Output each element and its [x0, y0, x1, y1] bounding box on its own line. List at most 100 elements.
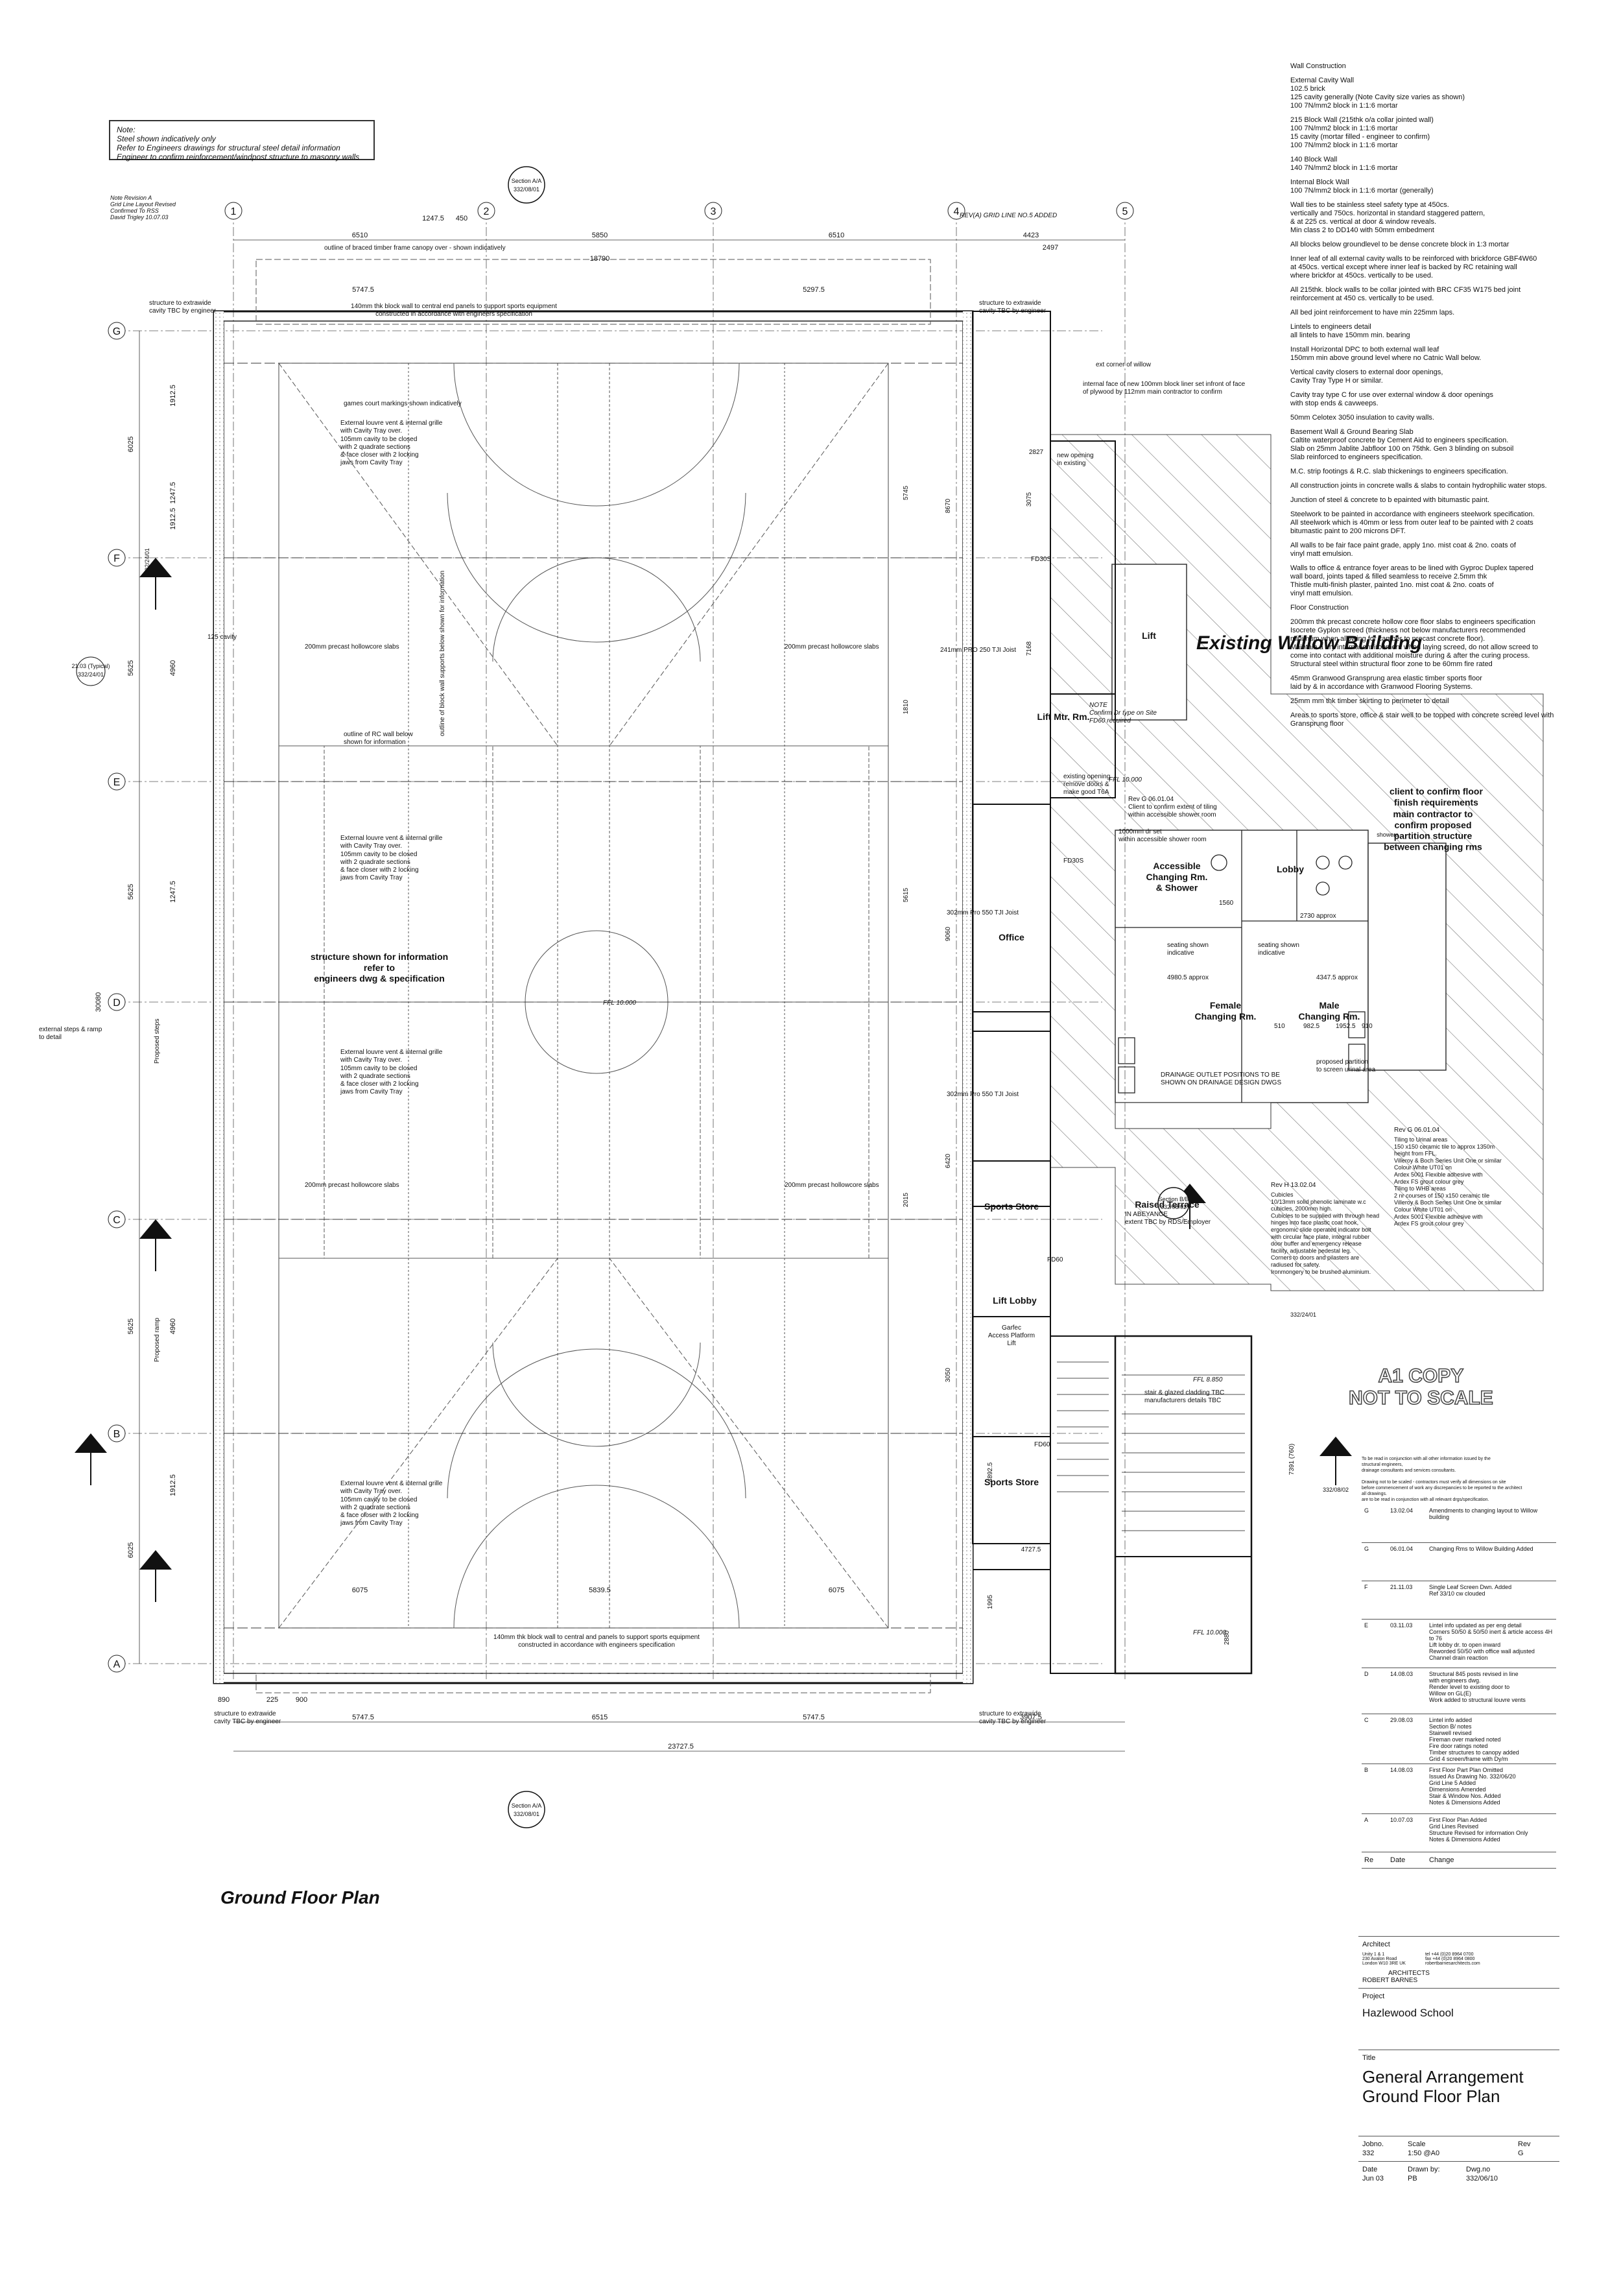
pro550-label: 302mm Pro 550 TJI Joist: [947, 1091, 1019, 1098]
rev-letter: G: [1364, 1507, 1369, 1514]
dim: 8670: [945, 498, 952, 513]
steel-beams: [224, 363, 963, 1629]
drawing-title-2: Ground Floor Plan: [1362, 2087, 1500, 2106]
rev-h-note: Rev H 13.02.04: [1271, 1182, 1316, 1189]
dim: 4960: [169, 1319, 177, 1334]
bottom-dimensions: 6075 5839.5 6075 5747.5 6515 5747.5 3907…: [218, 1586, 1125, 1752]
spec-block: Inner leaf of all external cavity walls …: [1290, 255, 1537, 280]
dim: 4960: [169, 660, 177, 676]
dim: 5747.5: [803, 1714, 825, 1721]
dim: 2827: [1029, 449, 1044, 456]
read-in-conjunction-note: To be read in conjunction with all other…: [1362, 1457, 1522, 1502]
title-section: Title General Arrangement Ground Floor P…: [1358, 2050, 1559, 2110]
dim: 1952.5: [1336, 1023, 1356, 1030]
a1-copy-stamp: A1 COPY NOT TO SCALE: [1348, 1365, 1493, 1409]
dim: 5839.5: [589, 1586, 611, 1594]
top-dimensions: 6510 5850 6510 4423 18790 2497 1247.5 45…: [233, 215, 1125, 294]
spec-block: 25mm mm thk timber skirting to perimeter…: [1290, 697, 1449, 705]
drawn-label: Drawn by:: [1408, 2166, 1440, 2173]
rev-letter: D: [1364, 1671, 1369, 1677]
row-grid-bubbles: G F E D C B A: [108, 322, 126, 1673]
revision-row: G 13.02.04 Amendments to changing layout…: [1362, 1505, 1556, 1543]
rev-label: Rev: [1518, 2140, 1531, 2148]
rev-change: Structural 845 posts revised in line wit…: [1429, 1671, 1526, 1703]
door-tag: FD30S: [1031, 556, 1051, 563]
dim: 3907.5: [1020, 1714, 1042, 1721]
ffl-label: FFL 10.000: [1109, 776, 1142, 783]
games-court-markings: [278, 363, 889, 1629]
dim: 6075: [352, 1586, 368, 1594]
dim: 1247.5: [422, 215, 444, 222]
rev-date: 29.08.03: [1390, 1717, 1414, 1723]
proposed-steps-label: Proposed steps: [154, 1019, 161, 1064]
rev-letter: F: [1364, 1584, 1368, 1590]
dim: 1247.5: [169, 482, 177, 504]
dim: 1995: [987, 1594, 994, 1609]
dim: 3050: [945, 1367, 952, 1382]
architect-label: Architect: [1362, 1941, 1390, 1948]
left-detail-ref: 332/24/01: [78, 671, 104, 678]
drawing-title-1: General Arrangement: [1362, 2067, 1524, 2087]
spec-block: Steelwork to be painted in accordance wi…: [1290, 510, 1535, 535]
hollowcore-label: 200mm precast hollowcore slabs: [305, 1182, 399, 1189]
revision-row: B 14.08.03 First Floor Part Plan Omitted…: [1362, 1764, 1556, 1814]
jobno-label: Jobno.: [1362, 2140, 1384, 2148]
block-wall-supports-label: outline of block wall supports below sho…: [439, 571, 446, 736]
spec-block: Floor Construction: [1290, 604, 1349, 612]
title-label: Title: [1362, 2054, 1376, 2062]
spec-block: All 215thk. block walls to be collar joi…: [1290, 286, 1521, 302]
dim: 1912.5: [169, 508, 177, 530]
rev-change: Lintel info updated as per eng detail Co…: [1429, 1622, 1553, 1661]
revision-row: A 10.07.03 First Floor Plan Added Grid L…: [1362, 1814, 1556, 1852]
dim: 6025: [127, 1542, 135, 1558]
drawn-value: PB: [1408, 2175, 1417, 2182]
spec-block: 140 Block Wall 140 7N/mm2 block in 1:1:6…: [1290, 156, 1398, 172]
dim: 4892.5: [987, 1462, 994, 1482]
dim: 4727.5: [1021, 1546, 1041, 1553]
dim: 4980.5 approx: [1167, 974, 1209, 981]
sports-hall-walls: [213, 259, 974, 1693]
dim: 1810: [903, 699, 910, 714]
dim: 5615: [903, 887, 910, 902]
dwg-value: 332/06/10: [1466, 2175, 1498, 2182]
drawing-meta-section: Date Drawn by: Dwg.no Jun 03 PB 332/06/1…: [1358, 2161, 1559, 2186]
dim: 910: [1362, 1023, 1373, 1030]
room-sports-store: Sports Store: [984, 1477, 1039, 1487]
rev-change: First Floor Part Plan Omitted Issued As …: [1429, 1767, 1516, 1806]
spec-block: All construction joints in concrete wall…: [1290, 482, 1547, 490]
rev-letter: E: [1364, 1622, 1369, 1629]
changing-room-partitions: [1115, 830, 1368, 1103]
block-wall-top-label: 140mm thk block wall to central end pane…: [351, 303, 557, 318]
spec-block: All walls to be fair face paint grade, a…: [1290, 542, 1516, 558]
revision-a-note: Note Revision A Grid Line Layout Revised…: [110, 195, 176, 221]
ffl-10b: FFL 10.000: [1193, 1629, 1226, 1636]
section-right-ref: 332/24/01: [1290, 1311, 1316, 1318]
spec-block: Lintels to engineers detail all lintels …: [1290, 323, 1410, 339]
architect-contact: tel +44 (0)20 8964 0700 fax +44 (0)20 89…: [1425, 1952, 1480, 1966]
spec-block: Wall ties to be stainless steel safety t…: [1290, 201, 1485, 234]
firm-name-1: ARCHITECTS: [1388, 1970, 1430, 1977]
spec-block: 50mm Celotex 3050 insulation to cavity w…: [1290, 414, 1434, 422]
rev-head-change: Change: [1429, 1856, 1454, 1864]
rev-g2-note: Rev G 06.01.04: [1394, 1127, 1439, 1134]
section-labels: Section A/A 332/08/01 Section A/A 332/08…: [71, 178, 1349, 1817]
